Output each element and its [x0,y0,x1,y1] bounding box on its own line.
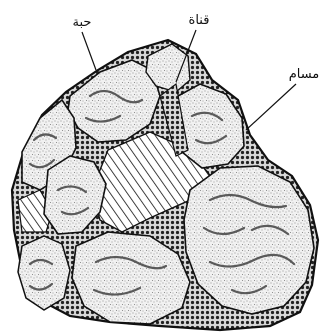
label-grain: حبة [73,15,92,30]
label-channel: قناة [189,13,210,28]
label-pore: مسام [289,67,320,82]
